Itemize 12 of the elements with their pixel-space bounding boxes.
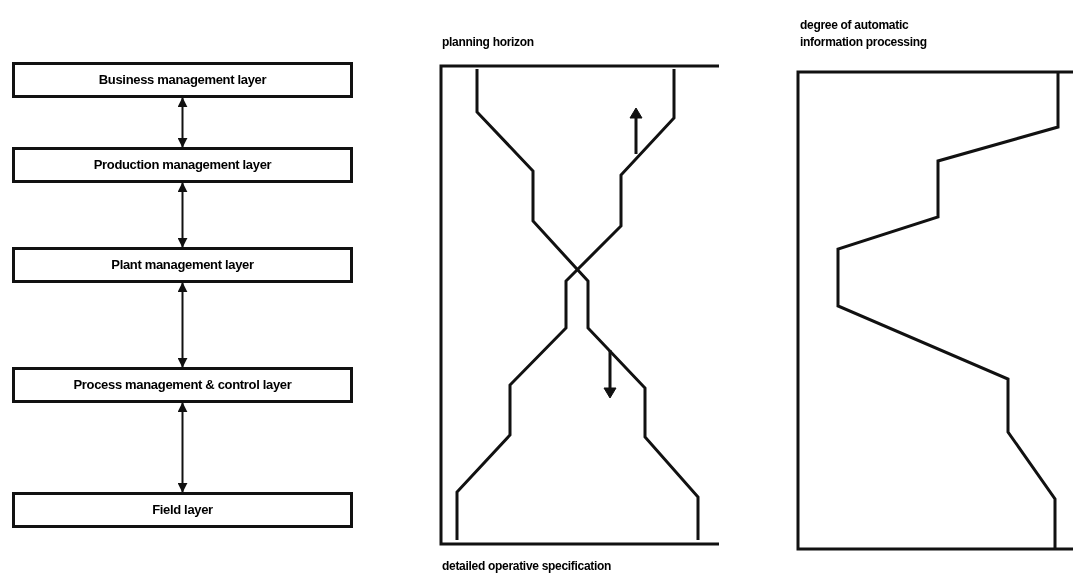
layer-box: Plant management layer (12, 247, 353, 283)
axis-caption: planning horizon (442, 34, 535, 51)
layer-box: Business management layer (12, 62, 353, 98)
double-arrow (177, 97, 188, 148)
axis-caption: detailed operative specification (442, 558, 613, 575)
double-arrow (177, 282, 188, 368)
axis-caption: degree of automatic information processing (800, 17, 928, 51)
double-arrow (177, 182, 188, 248)
layer-box: Process management & control layer (12, 367, 353, 403)
double-arrow (177, 402, 188, 493)
layer-box: Field layer (12, 492, 353, 528)
layer-box: Production management layer (12, 147, 353, 183)
